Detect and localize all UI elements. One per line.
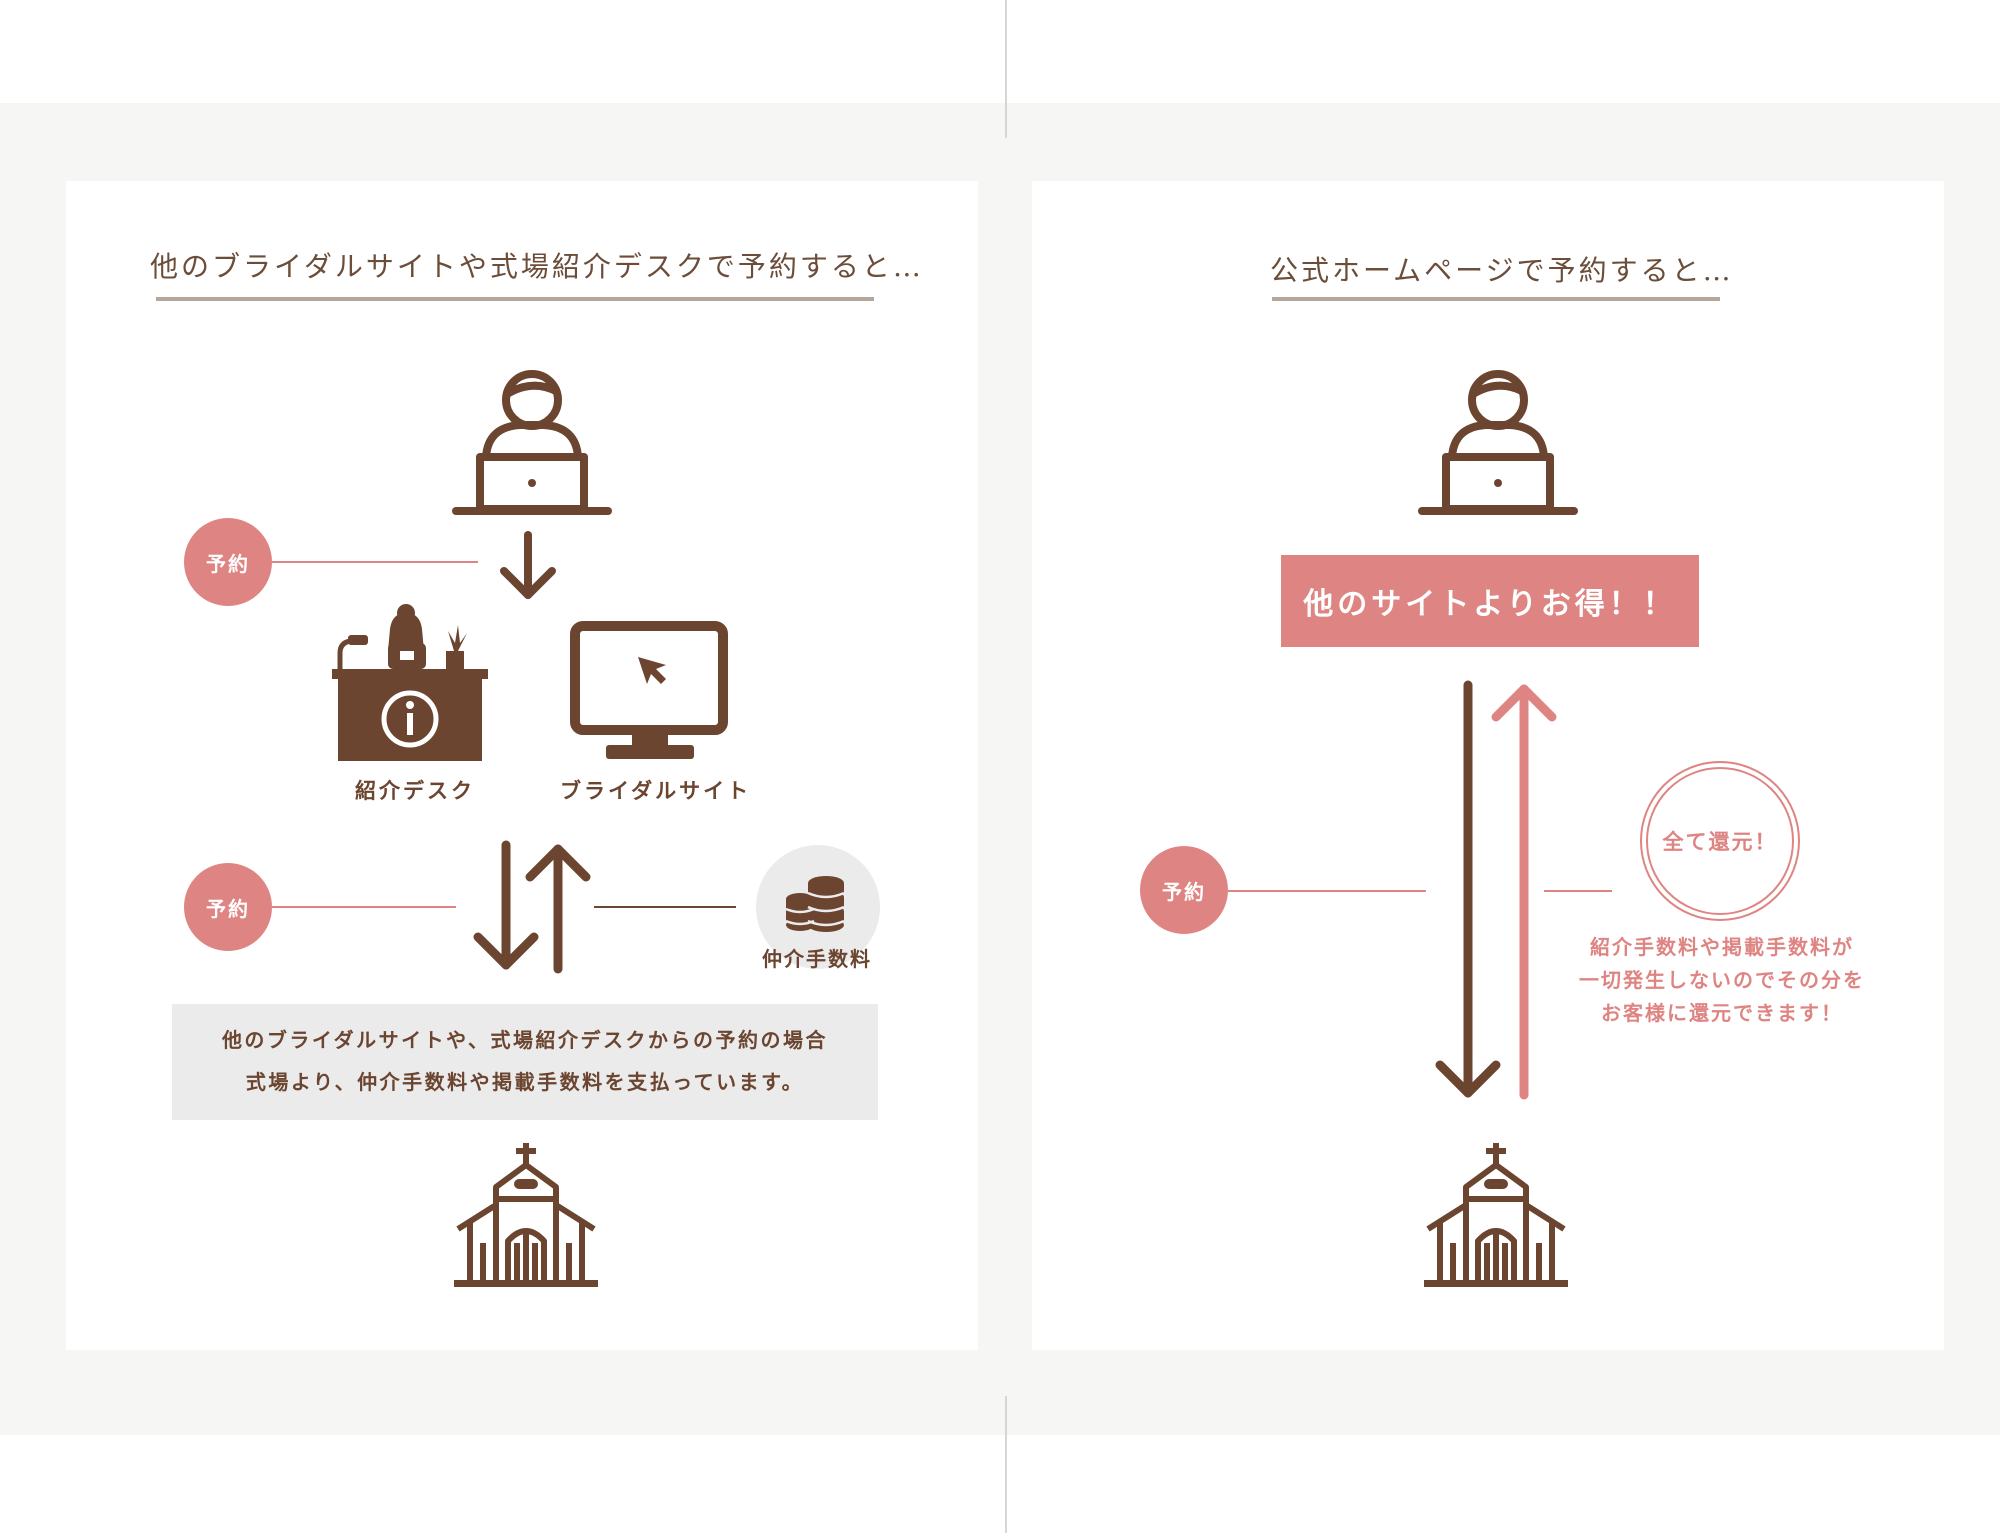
right-heading: 公式ホームページで予約すると… — [1270, 254, 1734, 287]
right-heading-underline — [1272, 297, 1720, 301]
refund-note: 紹介手数料や掲載手数料が 一切発生しないのでその分を お客様に還元できます！ — [1532, 931, 1912, 1030]
right-panel: 公式ホームページで予約すると… 他のサイトよりお得！！ 予約 全て還元！ 紹介手… — [1032, 181, 1944, 1350]
user-laptop-icon — [452, 370, 612, 515]
refund-note-line-1: 紹介手数料や掲載手数料が — [1590, 935, 1854, 959]
reserve-connector-bottom — [272, 906, 456, 908]
divider-bottom — [1005, 1396, 1007, 1533]
exchange-arrows-icon — [473, 840, 591, 974]
reserve-badge-bottom: 予約 — [184, 863, 272, 951]
reserve-badge-top: 予約 — [184, 518, 272, 606]
refund-note-line-2: 一切発生しないのでその分を — [1579, 968, 1865, 992]
monitor-icon — [570, 621, 728, 759]
info-desk-icon — [332, 604, 488, 761]
direct-arrows-icon — [1435, 680, 1557, 1100]
fee-label: 仲介手数料 — [762, 947, 872, 971]
left-panel: 他のブライダルサイトや式場紹介デスクで予約すると… 予約 — [66, 181, 978, 1350]
reserve-badge: 予約 — [1140, 846, 1228, 934]
left-note-line-1: 他のブライダルサイトや、式場紹介デスクからの予約の場合 — [221, 1028, 829, 1052]
reserve-connector-top — [272, 561, 478, 563]
site-label: ブライダルサイト — [560, 779, 752, 803]
reserve-connector — [1228, 890, 1426, 892]
fee-connector — [594, 906, 736, 908]
desk-label: 紹介デスク — [355, 779, 475, 803]
ring-connector — [1544, 890, 1612, 892]
divider-top — [1005, 0, 1007, 138]
refund-ring-text: 全て還元！ — [1646, 767, 1794, 915]
coins-icon — [756, 845, 880, 969]
user-laptop-icon — [1418, 370, 1578, 515]
refund-note-line-3: お客様に還元できます！ — [1601, 1001, 1843, 1025]
left-heading-underline — [156, 297, 874, 301]
left-note-line-2: 式場より、仲介手数料や掲載手数料を支払っています。 — [245, 1070, 805, 1094]
arrow-down-icon — [500, 531, 556, 599]
left-note-box: 他のブライダルサイトや、式場紹介デスクからの予約の場合 式場より、仲介手数料や掲… — [172, 1004, 878, 1120]
church-icon — [1424, 1143, 1568, 1287]
church-icon — [454, 1143, 598, 1287]
left-heading: 他のブライダルサイトや式場紹介デスクで予約すると… — [150, 250, 924, 283]
refund-ring: 全て還元！ — [1640, 761, 1800, 921]
deal-banner: 他のサイトよりお得！！ — [1281, 555, 1699, 647]
